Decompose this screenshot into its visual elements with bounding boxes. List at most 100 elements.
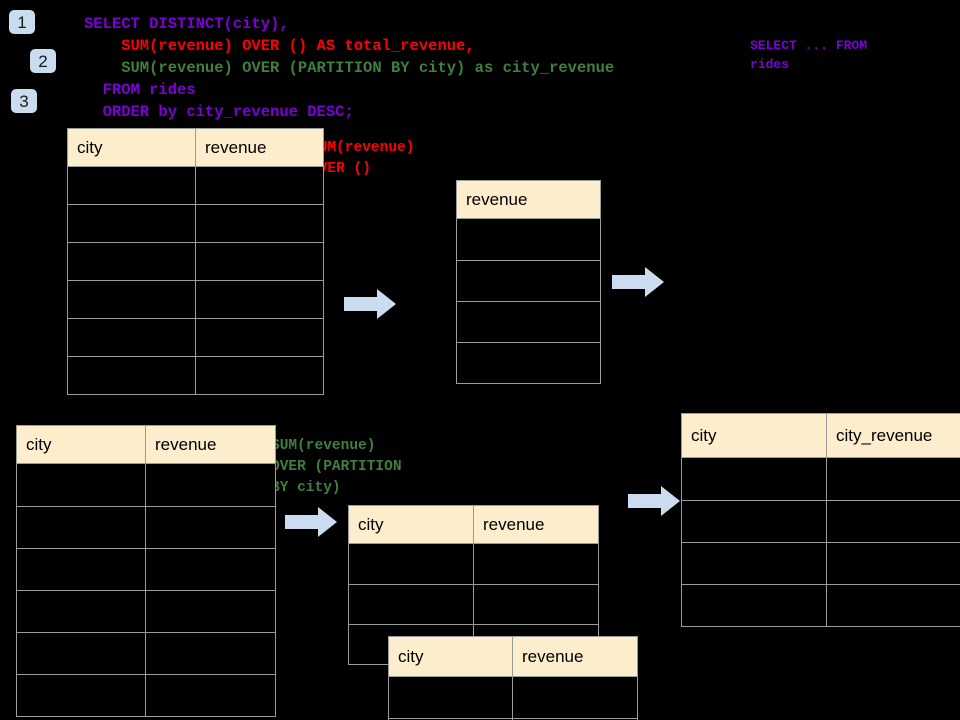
table-row xyxy=(348,543,599,585)
cell-city xyxy=(16,632,146,675)
cell-revenue xyxy=(195,204,324,243)
step-badge-3: 3 xyxy=(11,89,37,113)
cell-city-revenue xyxy=(826,500,960,543)
cell-revenue xyxy=(456,260,601,302)
query-line-4: FROM rides xyxy=(84,81,196,99)
cell-city xyxy=(681,584,827,627)
cell-revenue xyxy=(145,674,276,717)
annotation-sum-over-partition: SUM(revenue) OVER (PARTITION BY city) xyxy=(271,438,402,496)
table-header-row: city revenue xyxy=(16,425,276,464)
cell-city xyxy=(681,500,827,543)
table-row xyxy=(348,584,599,625)
column-header-city: city xyxy=(16,425,146,464)
column-header-city: city xyxy=(348,505,474,544)
cell-city xyxy=(388,676,513,719)
table-row xyxy=(67,166,324,205)
table-row xyxy=(456,218,601,261)
cell-city xyxy=(681,542,827,585)
arrow-bottom-right-icon xyxy=(628,486,680,516)
table-total-revenue: revenue xyxy=(456,180,601,384)
cell-revenue xyxy=(512,718,638,720)
cell-city-revenue xyxy=(826,542,960,585)
cell-city xyxy=(348,543,474,585)
column-header-revenue: revenue xyxy=(473,505,599,544)
table-rides-top: city revenue xyxy=(67,128,324,395)
cell-city xyxy=(67,280,196,319)
cell-revenue xyxy=(195,166,324,205)
table-row xyxy=(16,674,276,717)
table-row xyxy=(681,542,960,585)
cell-city-revenue xyxy=(826,457,960,501)
table-city-revenue: city city_revenue xyxy=(681,413,960,627)
cell-revenue xyxy=(145,548,276,591)
table-row xyxy=(16,590,276,633)
table-header-row: city city_revenue xyxy=(681,413,960,458)
cell-revenue xyxy=(145,463,276,507)
table-row xyxy=(16,548,276,591)
cell-revenue xyxy=(473,543,599,585)
table-row xyxy=(16,463,276,507)
column-header-revenue: revenue xyxy=(512,636,638,677)
cell-revenue xyxy=(195,280,324,319)
step-badge-1: 1 xyxy=(9,10,35,34)
arrow-top-left-icon xyxy=(344,289,396,319)
cell-city xyxy=(348,584,474,625)
query-line-1: SELECT DISTINCT(city), xyxy=(84,15,289,33)
table-row xyxy=(16,506,276,549)
cell-city xyxy=(16,674,146,717)
cell-city xyxy=(67,318,196,357)
table-row xyxy=(456,260,601,302)
column-header-city: city xyxy=(388,636,513,677)
cell-city xyxy=(67,166,196,205)
table-row xyxy=(388,676,638,719)
query-line-3: SUM(revenue) OVER (PARTITION BY city) as… xyxy=(84,59,615,77)
cell-revenue xyxy=(456,342,601,384)
table-row xyxy=(681,457,960,501)
table-row xyxy=(681,500,960,543)
table-row xyxy=(67,356,324,395)
column-header-city: city xyxy=(67,128,196,167)
cell-city-revenue xyxy=(826,584,960,627)
table-row xyxy=(456,342,601,384)
cell-city xyxy=(67,242,196,281)
cell-city xyxy=(16,548,146,591)
table-header-row: city revenue xyxy=(388,636,638,677)
column-header-city: city xyxy=(681,413,827,458)
cell-revenue xyxy=(195,318,324,357)
cell-revenue xyxy=(195,356,324,395)
column-header-revenue: revenue xyxy=(195,128,324,167)
cell-revenue xyxy=(145,590,276,633)
cell-revenue xyxy=(195,242,324,281)
table-row xyxy=(67,204,324,243)
query-line-2: SUM(revenue) OVER () AS total_revenue, xyxy=(84,37,475,55)
cell-revenue xyxy=(145,632,276,675)
step-badge-3-label: 3 xyxy=(19,91,29,111)
cell-city xyxy=(16,506,146,549)
table-header-row: city revenue xyxy=(348,505,599,544)
step-badge-1-label: 1 xyxy=(17,12,27,32)
table-row xyxy=(681,584,960,627)
table-row xyxy=(67,318,324,357)
cell-city xyxy=(16,463,146,507)
step-badge-2: 2 xyxy=(30,49,56,73)
cell-city xyxy=(67,204,196,243)
cell-revenue xyxy=(512,676,638,719)
column-header-revenue: revenue xyxy=(456,180,601,219)
cell-revenue xyxy=(456,301,601,343)
table-rides-bottom: city revenue xyxy=(16,425,276,717)
table-partition-front: city revenue xyxy=(388,636,638,720)
annotation-select-from-rides: SELECT ... FROM rides xyxy=(750,38,868,72)
cell-revenue xyxy=(473,584,599,625)
column-header-revenue: revenue xyxy=(145,425,276,464)
cell-city xyxy=(67,356,196,395)
arrow-top-right-icon xyxy=(612,267,664,297)
table-header-row: revenue xyxy=(456,180,601,219)
arrow-bottom-left-icon xyxy=(285,507,337,537)
cell-city xyxy=(16,590,146,633)
table-row xyxy=(388,718,638,720)
step-badge-2-label: 2 xyxy=(38,51,48,71)
table-header-row: city revenue xyxy=(67,128,324,167)
cell-city xyxy=(681,457,827,501)
cell-revenue xyxy=(145,506,276,549)
